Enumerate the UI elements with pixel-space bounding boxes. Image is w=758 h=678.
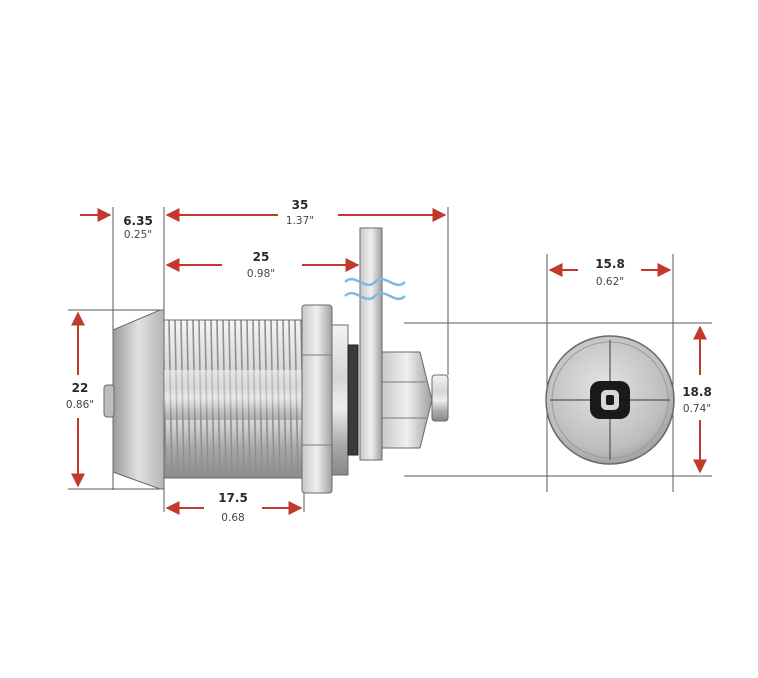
dimension-value-mm: 17.5 [218, 491, 248, 505]
dim-body-length: 25 0.98" [165, 250, 360, 280]
dim-face-height: 18.8 0.74" [682, 325, 712, 474]
dimension-value-mm: 22 [72, 381, 89, 395]
front-view [404, 254, 712, 492]
keyway-slot [606, 395, 614, 405]
dimension-value-in: 0.62" [596, 276, 624, 288]
dimension-value-in: 1.37" [286, 215, 314, 227]
dimension-value-in: 0.25" [124, 229, 152, 241]
dim-face-width: 15.8 0.62" [548, 257, 672, 288]
dimension-value-mm: 18.8 [682, 385, 712, 399]
dimension-value-mm: 35 [292, 198, 309, 212]
side-view [68, 207, 449, 512]
break-wave-symbol [344, 291, 406, 301]
dimension-value-in: 0.68 [221, 512, 244, 524]
key-plug [103, 384, 115, 418]
dim-overall-length: 35 1.37" [165, 198, 447, 227]
shaft-tip [431, 374, 449, 422]
body-highlight [164, 370, 304, 420]
dim-head-diameter: 22 0.86" [66, 311, 94, 488]
dim-thread-length: 17.5 0.68 [165, 491, 303, 524]
dimension-value-mm: 6.35 [123, 214, 153, 228]
dimension-value-mm: 15.8 [595, 257, 625, 271]
dimension-value-in: 0.86" [66, 399, 94, 411]
dimension-value-in: 0.98" [247, 268, 275, 280]
dimension-value-mm: 25 [253, 250, 270, 264]
dimension-value-in: 0.74" [683, 403, 711, 415]
lock-washer [347, 344, 359, 456]
cam-nut [381, 351, 433, 449]
cam-arm [359, 227, 383, 461]
break-wave-symbol [344, 277, 406, 287]
body-nut [301, 304, 333, 494]
dim-head-thickness: 6.35 0.25" [80, 208, 153, 241]
spacer-washer [331, 324, 349, 476]
lock-head [112, 309, 165, 490]
